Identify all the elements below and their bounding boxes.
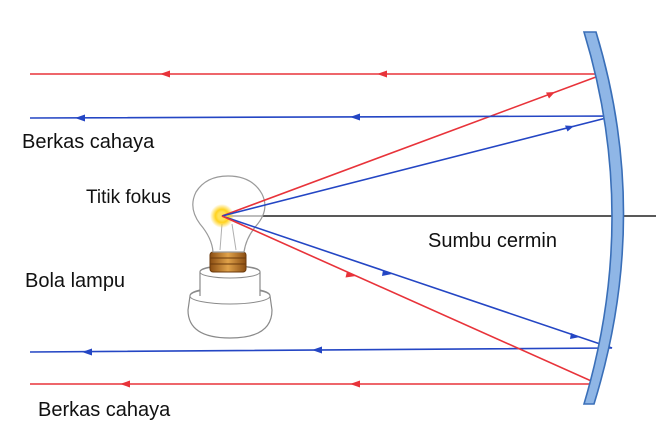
mirror-axis-label: Sumbu cermin <box>428 230 557 252</box>
light-bulb-icon <box>187 175 273 339</box>
ray-arrows <box>75 70 580 388</box>
focal-point-label: Titik fokus <box>86 187 171 208</box>
concave-mirror <box>582 31 625 405</box>
bulb-label: Bola lampu <box>25 270 126 292</box>
beam-label-bottom: Berkas cahaya <box>38 399 171 421</box>
ray-blue-lower <box>29 215 613 353</box>
beam-label-top: Berkas cahaya <box>22 131 155 153</box>
light-rays <box>29 73 615 385</box>
